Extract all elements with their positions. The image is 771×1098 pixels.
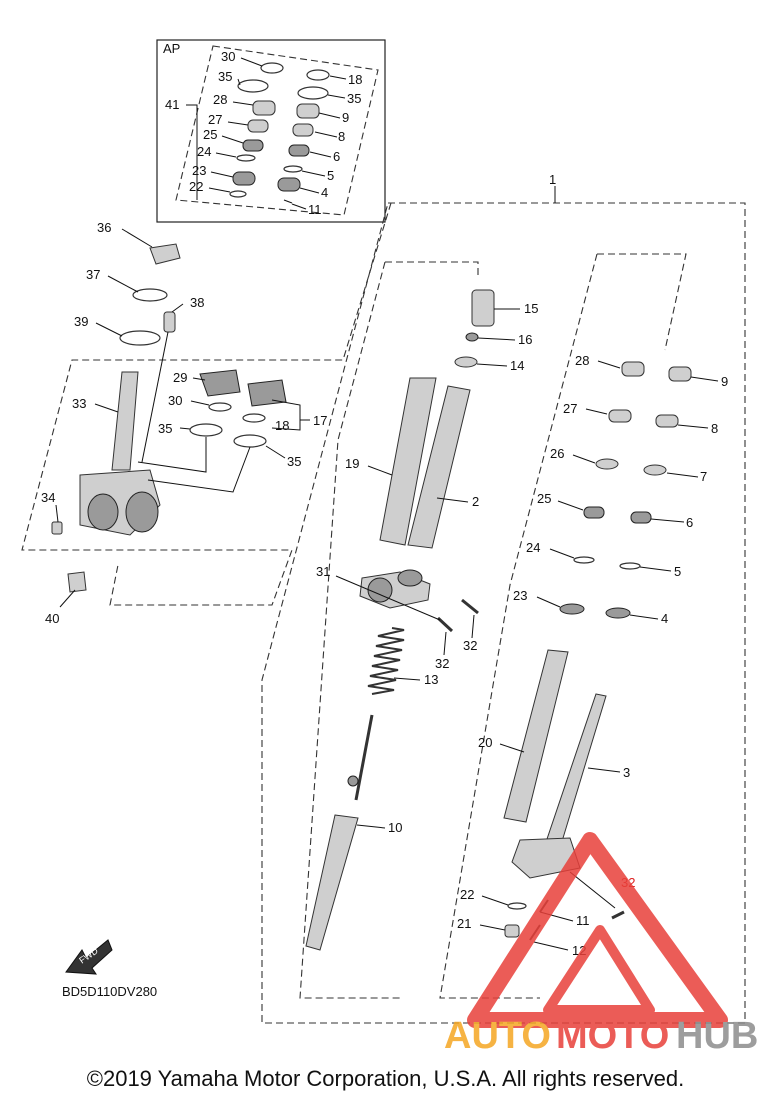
- callout-label: 9: [342, 110, 349, 125]
- callout-label: 35: [158, 421, 172, 436]
- callout-label: 16: [518, 332, 532, 347]
- callout-label: 9: [721, 374, 728, 389]
- callout-label: 8: [711, 421, 718, 436]
- fork-outer-tubes: [379, 377, 471, 549]
- fork-spring: [367, 627, 405, 695]
- callout-label: 32: [435, 656, 449, 671]
- callout-label: 10: [388, 820, 402, 835]
- callout-label: 37: [86, 267, 100, 282]
- callout-label: 38: [190, 295, 204, 310]
- callout-label: 1: [549, 172, 556, 187]
- callout-label: 25: [203, 127, 217, 142]
- callout-label: 29: [173, 370, 187, 385]
- callout-label: 23: [192, 163, 206, 178]
- ap-kit-outline: [175, 45, 379, 216]
- fwd-arrow-icon: FWD: [65, 939, 113, 975]
- callout-label: 24: [197, 144, 211, 159]
- callout-label: 36: [97, 220, 111, 235]
- ap-parts: [229, 62, 330, 204]
- watermark-text-auto: AUTO: [444, 1015, 551, 1057]
- callout-label: 11: [308, 202, 322, 217]
- callout-label: 40: [45, 611, 59, 626]
- lower-bracket: [359, 569, 479, 633]
- left-fork-outline: [299, 261, 400, 999]
- copyright-notice: ©2019 Yamaha Motor Corporation, U.S.A. A…: [86, 1066, 685, 1091]
- steering-stem: [51, 371, 161, 593]
- callout-label: 35: [218, 69, 232, 84]
- ap-inset-box: [156, 39, 386, 223]
- callout-label: 23: [513, 588, 527, 603]
- callout-label: 24: [526, 540, 540, 555]
- watermark-text-hub: HUB: [676, 1015, 758, 1057]
- callout-label: 28: [575, 353, 589, 368]
- right-fork-outline-top: [597, 253, 687, 351]
- callout-label: 20: [478, 735, 492, 750]
- callout-label: 14: [510, 358, 524, 373]
- right-fork-outline: [439, 253, 598, 999]
- callout-label: 17: [313, 413, 327, 428]
- callout-label: 4: [661, 611, 668, 626]
- callout-label: 11: [576, 913, 590, 928]
- callout-label: 35: [287, 454, 301, 469]
- callout-label: 26: [550, 446, 564, 461]
- callout-label: 13: [424, 672, 438, 687]
- right-fork-internal-parts: [559, 361, 692, 619]
- callout-label: 27: [208, 112, 222, 127]
- callout-label: 39: [74, 314, 88, 329]
- callout-label: 7: [700, 469, 707, 484]
- callout-label: 6: [333, 149, 340, 164]
- callout-label: 19: [345, 456, 359, 471]
- callout-label: 22: [189, 179, 203, 194]
- callout-label: 18: [275, 418, 289, 433]
- callout-label: 18: [348, 72, 362, 87]
- callout-label: 31: [316, 564, 330, 579]
- diagram-code: BD5D110DV280: [62, 984, 157, 999]
- watermark-text-moto: MOTO: [556, 1015, 669, 1057]
- callout-label: 28: [213, 92, 227, 107]
- callout-label: 5: [327, 168, 334, 183]
- fork-inner-tubes: [503, 649, 607, 879]
- callout-label: 41: [165, 97, 179, 112]
- callout-label: 32: [463, 638, 477, 653]
- ap-inset-label: AP: [163, 41, 180, 56]
- fork-top-parts: [454, 289, 495, 368]
- steering-bearing-parts: [119, 243, 181, 346]
- callout-label: 4: [321, 185, 328, 200]
- callout-label: 33: [72, 396, 86, 411]
- callout-label: 8: [338, 129, 345, 144]
- callout-label: 2: [472, 494, 479, 509]
- callout-label: 15: [524, 301, 538, 316]
- callout-label: 27: [563, 401, 577, 416]
- callout-label: 3: [623, 765, 630, 780]
- callout-label: 30: [221, 49, 235, 64]
- upper-fork-caps: [189, 369, 287, 448]
- callout-label: 34: [41, 490, 55, 505]
- callout-label: 5: [674, 564, 681, 579]
- damper-rod: [305, 714, 374, 951]
- front-fork-assembly-outline: [261, 202, 746, 1024]
- left-fork-outline-top: [385, 261, 479, 278]
- ap-leaders: [186, 57, 347, 210]
- watermark-logo: AUTO MOTO HUB: [444, 832, 758, 1057]
- callout-label: 30: [168, 393, 182, 408]
- bracket-outline: [21, 202, 392, 606]
- callout-label: 35: [347, 91, 361, 106]
- callout-label: 21: [457, 916, 471, 931]
- callout-label: 25: [537, 491, 551, 506]
- callout-label: 22: [460, 887, 474, 902]
- callout-label: 6: [686, 515, 693, 530]
